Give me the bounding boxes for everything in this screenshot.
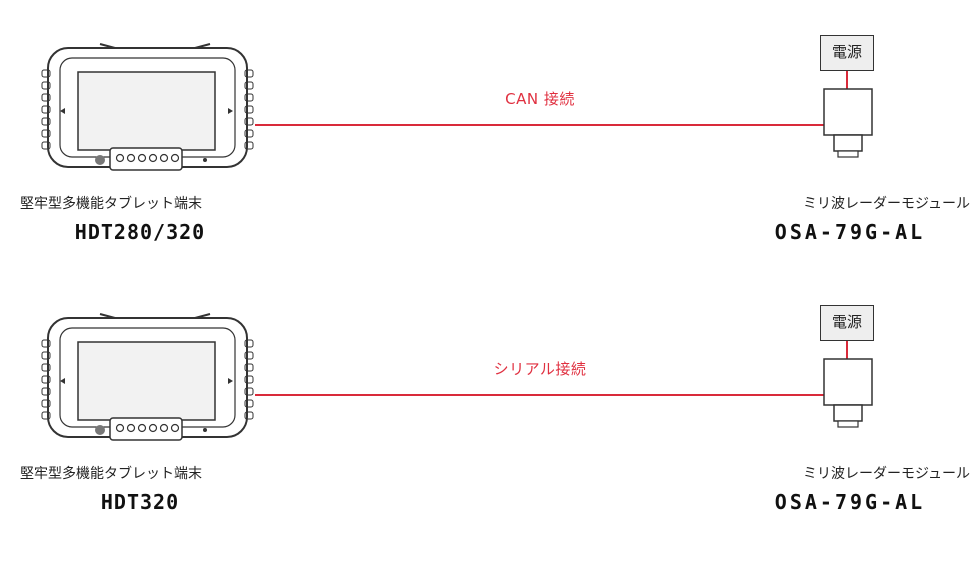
connection-row-serial: シリアル接続 電源 堅牢型多機能タブレット端末 HDT320 ミリ波レーダーモジ… (0, 270, 980, 530)
power-cable (846, 71, 848, 89)
module-model: OSA-79G-AL (774, 220, 926, 244)
tablet-device-icon (41, 313, 254, 441)
link-label: CAN 接続 (505, 90, 575, 108)
device-name: 堅牢型多機能タブレット端末 (20, 196, 202, 212)
link-label: シリアル接続 (493, 360, 587, 378)
device-name: 堅牢型多機能タブレット端末 (20, 466, 202, 482)
can-connection-line (255, 124, 825, 126)
module-name: ミリ波レーダーモジュール (802, 196, 970, 212)
device-model: HDT280/320 (74, 220, 206, 244)
tablet-device-icon (41, 43, 254, 171)
serial-connection-line (255, 394, 825, 396)
module-model: OSA-79G-AL (774, 490, 926, 514)
power-supply-box: 電源 (820, 305, 874, 341)
device-model: HDT320 (100, 490, 180, 514)
radar-module-icon (823, 88, 873, 158)
module-name: ミリ波レーダーモジュール (802, 466, 970, 482)
radar-module-icon (823, 358, 873, 428)
connection-row-can: CAN 接続 電源 堅牢型多機能タブレット端末 HDT280/320 ミリ波レー… (0, 0, 980, 260)
power-supply-box: 電源 (820, 35, 874, 71)
power-cable (846, 341, 848, 359)
